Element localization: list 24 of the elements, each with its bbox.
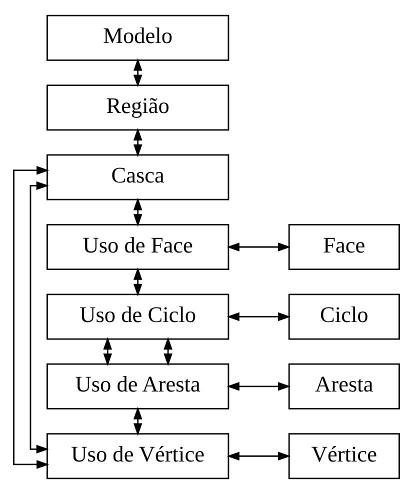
arrow (133, 266, 142, 296)
arrow (133, 58, 142, 87)
node-box: Uso de Ciclo (46, 293, 230, 340)
arrow (226, 242, 291, 251)
node-box: Face (288, 224, 400, 270)
arrow (226, 312, 291, 321)
arrow (30, 180, 49, 454)
arrow (133, 406, 142, 436)
arrow (226, 382, 291, 390)
node-box: Ciclo (288, 293, 400, 340)
arrow (13, 165, 50, 468)
node-box: Vértice (288, 432, 400, 479)
arrow (133, 127, 142, 156)
node-box: Região (46, 84, 230, 130)
node-box: Casca (46, 154, 230, 200)
arrow (164, 336, 172, 366)
arrow (133, 197, 142, 226)
node-box: Uso de Vértice (46, 432, 230, 479)
node-box: Uso de Aresta (46, 362, 230, 409)
arrow (226, 451, 291, 460)
node-box: Modelo (46, 14, 230, 60)
node-box: Uso de Face (46, 224, 230, 270)
node-box: Aresta (288, 362, 400, 409)
arrow (103, 336, 112, 366)
